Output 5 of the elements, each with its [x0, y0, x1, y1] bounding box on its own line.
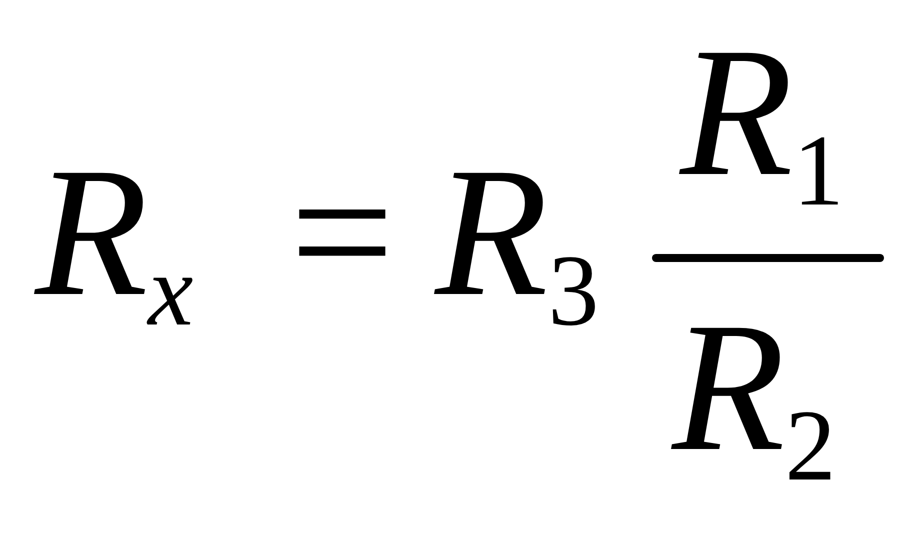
formula-term: R$_{1}$: [680, 20, 844, 222]
equals-sign: =: [290, 140, 394, 325]
formula-term: R$_{2}$: [672, 295, 836, 498]
formula-term: R$_{3}$: [435, 140, 599, 342]
formula-term: R$_{x}$: [35, 140, 194, 342]
